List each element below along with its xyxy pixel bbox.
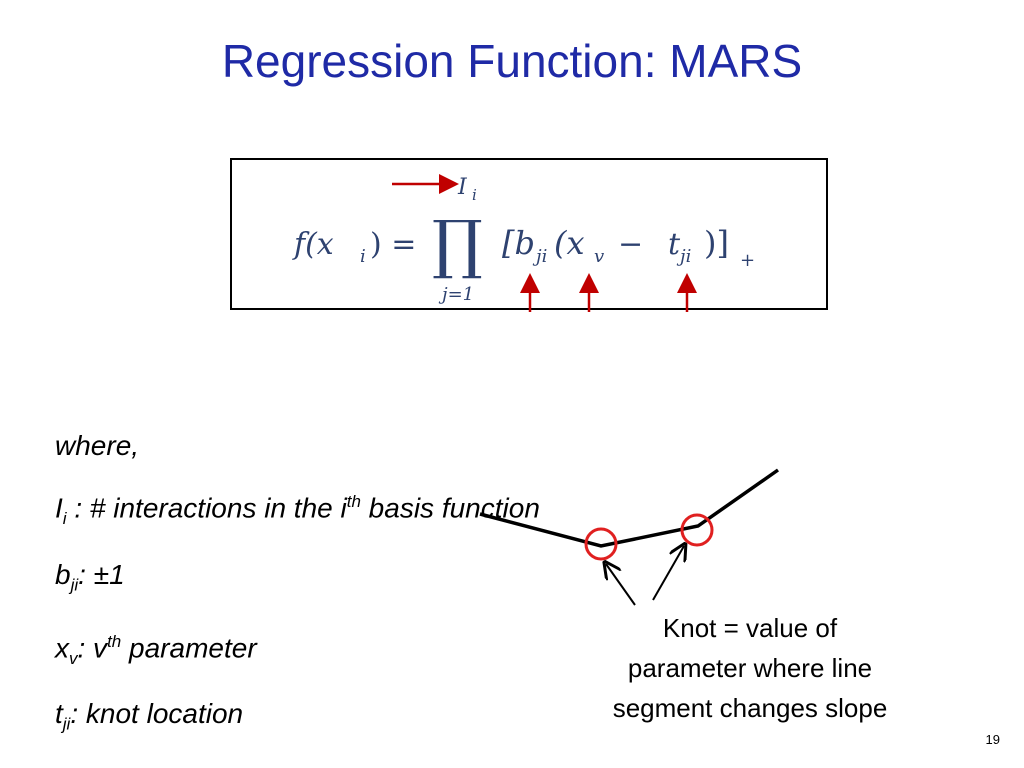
def-x-text: : v xyxy=(77,631,108,663)
knot-caption-line3: segment changes slope xyxy=(612,693,888,723)
definitions-list: where, Ii : # interactions in the ith ba… xyxy=(55,418,540,753)
knot-caption: Knot = value of parameter where line seg… xyxy=(560,608,940,728)
def-I-symbol: I xyxy=(55,492,63,524)
pointer-arrow-left xyxy=(606,564,636,606)
pointer-arrow-right xyxy=(652,546,684,601)
lower-limit: j=1 xyxy=(438,284,474,305)
def-x-symbol: x xyxy=(55,631,69,663)
formula-body-close: )] xyxy=(704,224,729,262)
definition-x: xv: vth parameter xyxy=(55,614,540,687)
def-I-text: : # interactions in the i xyxy=(66,492,347,524)
def-x-sup: th xyxy=(107,631,122,651)
formula-lhs-sub: i xyxy=(360,246,366,267)
knot-caption-line2: parameter where line xyxy=(627,653,873,683)
def-t-sub: ji xyxy=(62,715,71,735)
knot-diagram xyxy=(479,468,780,606)
plus-sub: + xyxy=(740,250,755,271)
formula-box: f(x i ) = ∏ I i j=1 [b ji (x v − t ji )]… xyxy=(230,158,828,312)
b-sub: ji xyxy=(532,246,547,267)
def-I-sub: i xyxy=(62,508,67,528)
def-t-symbol: t xyxy=(55,698,63,730)
definition-interactions: Ii : # interactions in the ith basis fun… xyxy=(55,474,540,547)
def-x-sub: v xyxy=(69,648,78,668)
product-symbol: ∏ xyxy=(432,208,483,282)
knot-caption-line1: Knot = value of xyxy=(662,613,838,643)
def-t-text: : knot location xyxy=(70,698,244,730)
def-x-text-after: parameter xyxy=(121,631,257,663)
upper-limit-sub: i xyxy=(472,186,477,204)
x-sub: v xyxy=(594,246,604,267)
formula-body-open: [b xyxy=(502,224,535,262)
where-label: where, xyxy=(55,430,140,461)
piecewise-line xyxy=(479,468,780,548)
def-I-sup: th xyxy=(346,492,361,511)
def-b-text: : ±1 xyxy=(78,558,125,590)
minus-sign: − xyxy=(618,227,643,262)
definition-b: bji: ±1 xyxy=(55,547,540,614)
t-sub: ji xyxy=(676,246,691,267)
knot-circle-right xyxy=(680,513,714,547)
formula-equation: f(x i ) = ∏ I i j=1 [b ji (x v − t ji )]… xyxy=(292,174,755,312)
def-b-sub: ji xyxy=(70,575,79,595)
slide-number: 19 xyxy=(985,732,1000,747)
formula-lhs: f(x xyxy=(292,227,334,262)
definition-t: tji: knot location xyxy=(55,686,540,753)
formula-lhs-close: ) = xyxy=(370,227,416,262)
t-symbol: t xyxy=(668,227,681,262)
paren-open: (x xyxy=(554,224,585,262)
knot-circle-left xyxy=(584,527,618,561)
def-I-text-after: basis function xyxy=(360,492,540,524)
upper-limit: I xyxy=(457,175,468,200)
slide-title: Regression Function: MARS xyxy=(221,35,803,87)
def-b-symbol: b xyxy=(55,558,71,590)
